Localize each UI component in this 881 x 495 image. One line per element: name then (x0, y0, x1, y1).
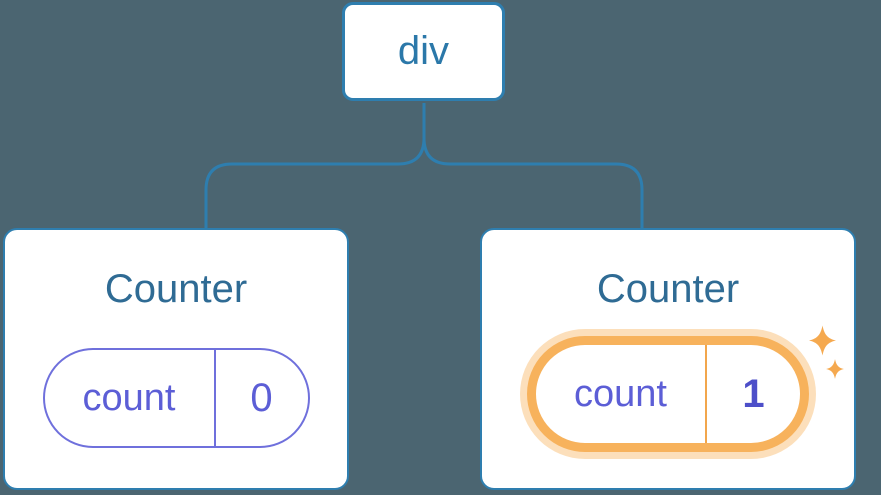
counter-node-right: Counter count 1 (480, 228, 856, 490)
root-node-label: div (397, 29, 450, 73)
state-value: 0 (250, 375, 273, 420)
component-name: Counter (596, 267, 740, 311)
sparkles-icon (809, 325, 844, 379)
state-key-label: count (45, 350, 216, 446)
state-pill: count 0 (42, 348, 310, 448)
state-value: 1 (742, 371, 765, 416)
component-name: Counter (104, 267, 248, 311)
root-node-div: div (342, 2, 505, 101)
state-pill-highlighted: count 1 (527, 336, 809, 452)
counter-node-left: Counter count 0 (3, 228, 349, 490)
state-key-label: count (536, 345, 707, 443)
